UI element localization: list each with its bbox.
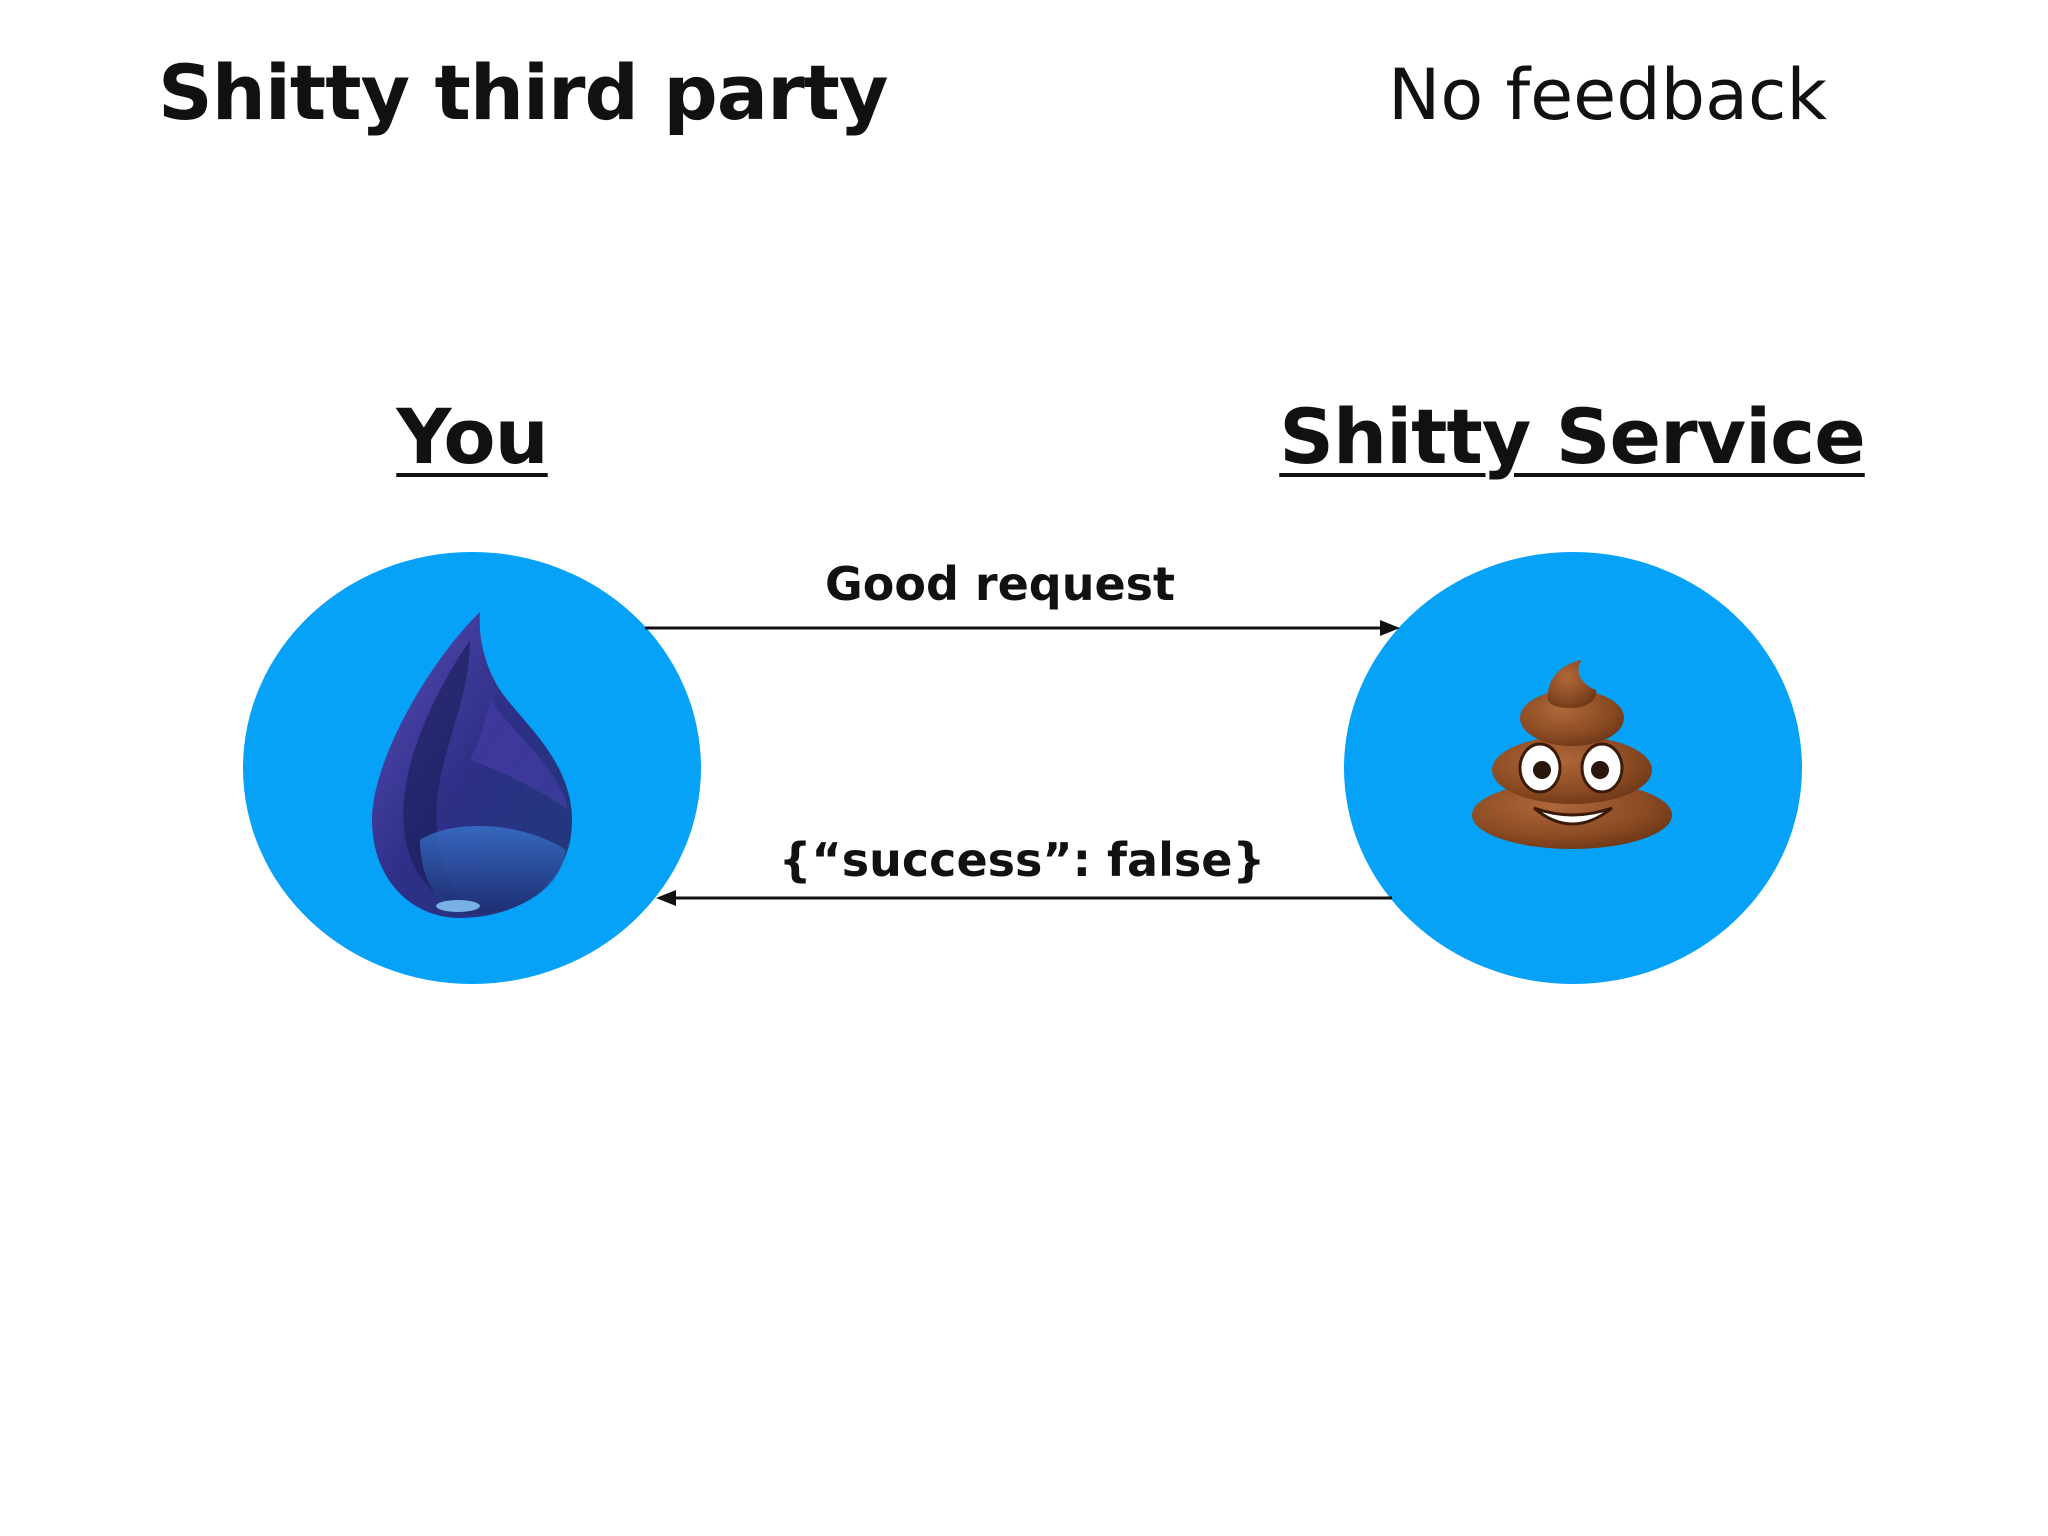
response-arrow-label: {“success”: false}	[778, 833, 1266, 887]
you-node-circle	[243, 552, 701, 984]
service-node-circle	[1344, 552, 1802, 984]
request-arrow	[645, 620, 1400, 636]
response-arrow	[656, 890, 1392, 906]
shitty-service-label: Shitty Service	[1279, 392, 1866, 481]
slide-subtitle: No feedback	[1388, 54, 1828, 136]
slide-title: Shitty third party	[158, 48, 888, 137]
you-label: You	[396, 392, 548, 481]
request-arrow-label: Good request	[824, 557, 1176, 611]
